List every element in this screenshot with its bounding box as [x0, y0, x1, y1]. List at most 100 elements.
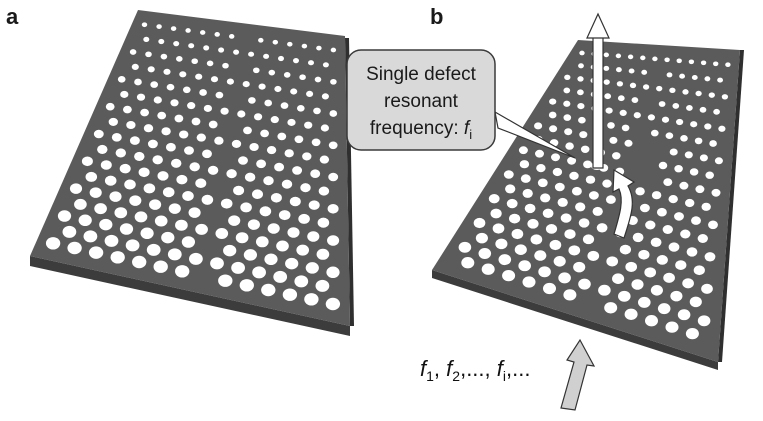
- hole: [605, 107, 613, 114]
- hole: [252, 189, 263, 199]
- hole: [294, 275, 309, 288]
- hole: [684, 198, 695, 208]
- hole: [255, 236, 269, 248]
- hole: [568, 245, 581, 256]
- hole: [577, 76, 584, 82]
- hole: [143, 124, 154, 133]
- hole: [115, 148, 127, 158]
- hole: [668, 242, 680, 252]
- hole: [697, 234, 708, 243]
- hole: [522, 188, 533, 198]
- hole: [264, 253, 278, 266]
- hole: [656, 207, 667, 217]
- hole: [140, 227, 154, 240]
- hole: [579, 50, 585, 56]
- hole: [93, 129, 104, 139]
- hole: [609, 136, 618, 144]
- hole: [134, 78, 142, 86]
- hole: [182, 190, 194, 202]
- hole: [147, 139, 158, 149]
- hole: [264, 99, 273, 107]
- hole: [328, 172, 339, 182]
- hole: [304, 293, 319, 306]
- hole: [57, 210, 72, 222]
- hole: [657, 303, 671, 315]
- hole: [578, 63, 584, 69]
- hole: [253, 113, 263, 121]
- hole: [603, 79, 610, 85]
- hole: [166, 83, 175, 91]
- hole: [97, 144, 108, 154]
- hole: [267, 223, 280, 234]
- hole: [228, 34, 235, 39]
- hole: [67, 241, 82, 255]
- hole: [564, 229, 576, 239]
- hole: [149, 199, 162, 210]
- hole: [629, 82, 637, 89]
- hole: [674, 164, 683, 173]
- hole: [725, 62, 731, 68]
- hole: [294, 135, 304, 144]
- hole: [606, 256, 619, 267]
- hole: [495, 238, 508, 250]
- hole: [669, 87, 676, 94]
- hole: [69, 183, 83, 194]
- hole: [276, 240, 289, 252]
- hole: [563, 289, 577, 301]
- hole: [280, 102, 289, 109]
- hole: [153, 260, 168, 273]
- hole: [207, 165, 219, 175]
- hole: [578, 218, 590, 228]
- hole: [283, 72, 291, 78]
- panel-b-holes: [458, 50, 731, 340]
- hole: [136, 93, 146, 101]
- hole: [78, 214, 92, 227]
- hole: [670, 290, 683, 302]
- hole: [711, 188, 721, 197]
- hole: [642, 84, 650, 90]
- hole: [545, 224, 558, 234]
- hole: [329, 110, 338, 117]
- hole: [114, 207, 128, 219]
- hole: [684, 151, 693, 159]
- hole: [638, 249, 650, 260]
- hole: [210, 257, 224, 270]
- hole: [461, 257, 475, 269]
- hole: [287, 227, 300, 238]
- sep-2: ,...,: [460, 356, 497, 381]
- hole: [538, 266, 551, 278]
- hole: [88, 246, 104, 259]
- hole: [307, 231, 320, 242]
- hole: [167, 248, 182, 261]
- hole: [578, 278, 591, 290]
- hole: [603, 52, 609, 58]
- hole: [258, 37, 264, 43]
- hole: [243, 126, 252, 135]
- hole: [258, 83, 266, 90]
- hole: [704, 123, 712, 130]
- hole: [518, 260, 531, 272]
- hole: [162, 187, 175, 198]
- hole: [549, 98, 557, 105]
- hole: [695, 185, 705, 194]
- hole: [327, 204, 339, 214]
- hole: [85, 171, 98, 182]
- hole: [165, 142, 176, 152]
- hole: [694, 137, 703, 145]
- hole: [222, 62, 229, 69]
- hole: [129, 49, 137, 55]
- hole: [708, 220, 718, 230]
- hole: [315, 279, 330, 292]
- hole: [519, 160, 530, 169]
- hole: [563, 114, 572, 121]
- hole: [664, 57, 670, 63]
- hole: [635, 187, 645, 196]
- panel-b-slab-side: [432, 270, 718, 370]
- hole: [689, 168, 699, 176]
- hole: [602, 179, 612, 188]
- hole: [83, 230, 98, 243]
- hole: [287, 41, 293, 47]
- hole: [663, 272, 675, 283]
- hole: [697, 315, 711, 327]
- hole: [203, 45, 210, 51]
